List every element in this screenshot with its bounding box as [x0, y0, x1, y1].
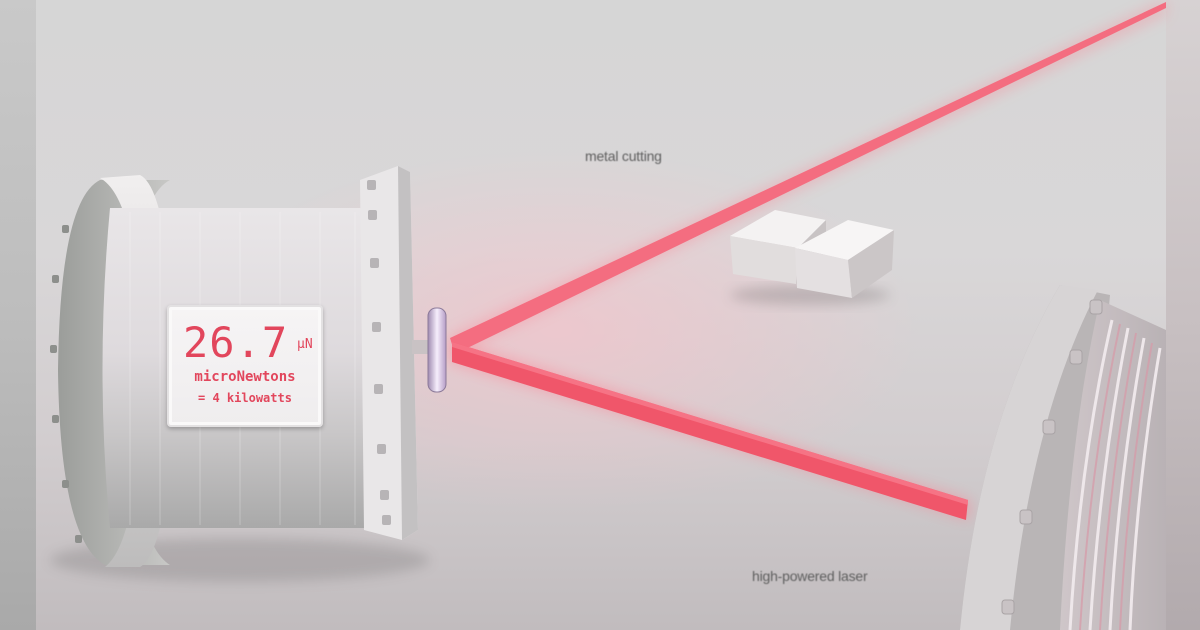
laser-beam — [450, 0, 1166, 520]
letterbox-right — [1166, 0, 1200, 630]
high-powered-laser-label: high-powered laser — [752, 568, 868, 584]
force-unit-word: microNewtons — [194, 369, 296, 385]
power-equivalence: = 4 kilowatts — [198, 391, 292, 405]
force-readout-display: 26.7 µN microNewtons = 4 kilowatts — [167, 305, 323, 427]
letterbox-left — [0, 0, 36, 630]
force-unit: µN — [297, 337, 313, 352]
metal-blocks — [730, 210, 894, 298]
laser-emitter-device — [960, 285, 1166, 630]
force-value: 26.7 — [183, 318, 289, 367]
mirror — [427, 307, 447, 393]
metal-cutting-label: metal cutting — [585, 148, 662, 164]
